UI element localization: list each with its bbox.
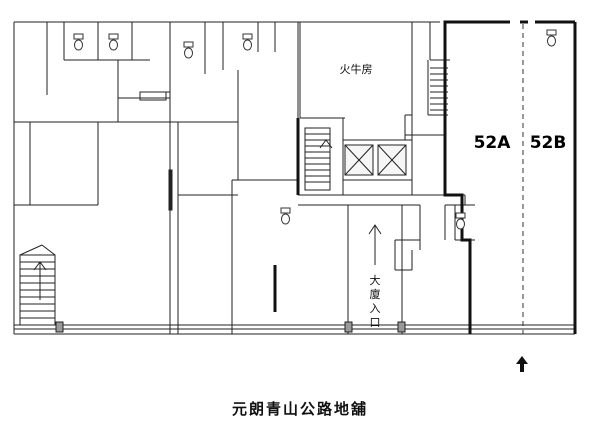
toilet-icon — [108, 33, 119, 51]
svg-text:入: 入 — [370, 302, 381, 315]
page-title: 元朗青山公路地舖 — [231, 400, 368, 418]
core-stair — [304, 127, 333, 191]
unit-52a-label: 52A — [474, 133, 512, 153]
svg-text:口: 口 — [370, 316, 381, 329]
toilet-icon — [73, 33, 84, 51]
left-stair — [19, 244, 56, 319]
toilet-icon — [242, 33, 253, 51]
toilet-icon — [183, 41, 194, 59]
kitchen-label: 火牛房 — [340, 62, 373, 76]
toilet-icon — [455, 212, 466, 230]
floor-plan: 火牛房 大 廈 入 口 52A 52B — [13, 20, 577, 372]
unit-52b-label: 52B — [530, 133, 567, 153]
thin-walls — [13, 21, 575, 335]
lift-icon — [344, 144, 407, 176]
svg-text:大: 大 — [370, 273, 381, 287]
toilet-icon — [546, 29, 557, 47]
shop-entrance-arrow-icon — [516, 356, 528, 372]
toilet-icon — [280, 207, 291, 225]
thick-walls — [273, 20, 577, 334]
entrance-arrow-icon — [368, 224, 382, 265]
svg-text:廈: 廈 — [370, 287, 381, 301]
columns — [55, 321, 406, 333]
stair-arrow-icon — [33, 261, 47, 300]
lobby-entrance-label: 大 廈 入 口 — [370, 273, 381, 329]
